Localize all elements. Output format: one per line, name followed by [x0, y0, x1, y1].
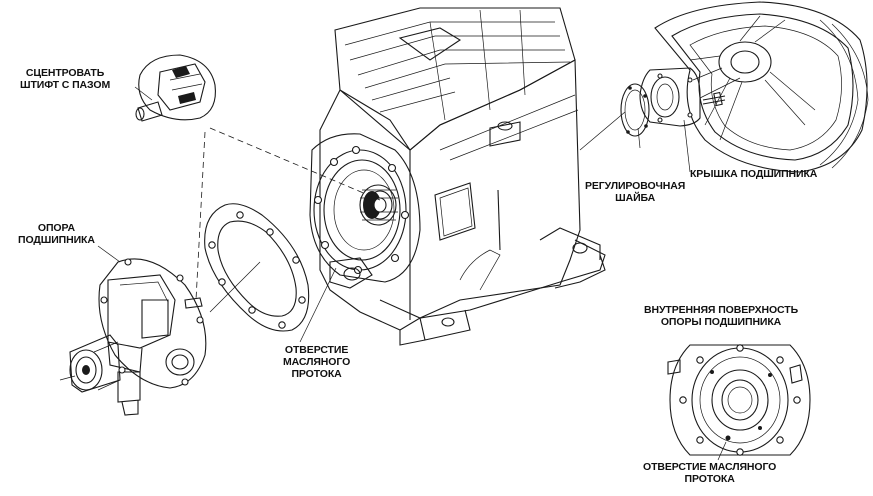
label-oil-hole-line1: ОТВЕРСТИЕ — [284, 344, 349, 356]
label-oil-hole-line2: МАСЛЯНОГО — [283, 356, 351, 368]
label-center-pin: СЦЕНТРОВАТЬ ШТИФТ С ПАЗОМ — [20, 67, 110, 91]
flange-gasket — [204, 203, 310, 332]
bearing-cover-part — [639, 67, 726, 127]
label-bearing-support: ОПОРА ПОДШИПНИКА — [18, 222, 95, 246]
label-oil-hole-line3: ПРОТОКА — [291, 368, 342, 380]
label-center-pin-line1: СЦЕНТРОВАТЬ — [25, 67, 105, 79]
leader-lines — [97, 86, 727, 461]
label-bearing-cover-line1: КРЫШКА ПОДШИПНИКА — [690, 168, 818, 180]
label-inner-surface-line1: ВНУТРЕННЯЯ ПОВЕРХНОСТЬ — [644, 304, 799, 316]
label-oil-hole: ОТВЕРСТИЕ МАСЛЯНОГО ПРОТОКА — [283, 344, 350, 380]
pin-detail-magnifier — [135, 54, 216, 122]
label-oil-hole-bottom: ОТВЕРСТИЕ МАСЛЯНОГО ПРОТОКА — [643, 461, 776, 485]
compressor-crankcase — [309, 7, 606, 346]
label-bearing-cover: КРЫШКА ПОДШИПНИКА — [690, 168, 817, 180]
label-oil-hole-bottom-line2: ПРОТОКА — [684, 473, 735, 485]
flywheel-pulley — [654, 1, 869, 173]
label-shim-line2: ШАЙБА — [615, 192, 656, 204]
label-shim: РЕГУЛИРОВОЧНАЯ ШАЙБА — [585, 180, 685, 204]
label-inner-surface-line2: ОПОРЫ ПОДШИПНИКА — [660, 316, 782, 328]
label-shim-line1: РЕГУЛИРОВОЧНАЯ — [585, 180, 686, 192]
label-oil-hole-bottom-line1: ОТВЕРСТИЕ МАСЛЯНОГО — [643, 461, 777, 473]
adjusting-shim-part — [620, 83, 650, 137]
label-bearing-support-line1: ОПОРА — [37, 222, 75, 234]
label-bearing-support-line2: ПОДШИПНИКА — [18, 234, 95, 246]
label-inner-surface: ВНУТРЕННЯЯ ПОВЕРХНОСТЬ ОПОРЫ ПОДШИПНИКА — [644, 304, 798, 328]
inner-surface-view — [667, 344, 811, 456]
alignment-lines — [59, 77, 741, 381]
label-center-pin-line2: ШТИФТ С ПАЗОМ — [20, 79, 111, 91]
bearing-support-part — [69, 258, 207, 416]
